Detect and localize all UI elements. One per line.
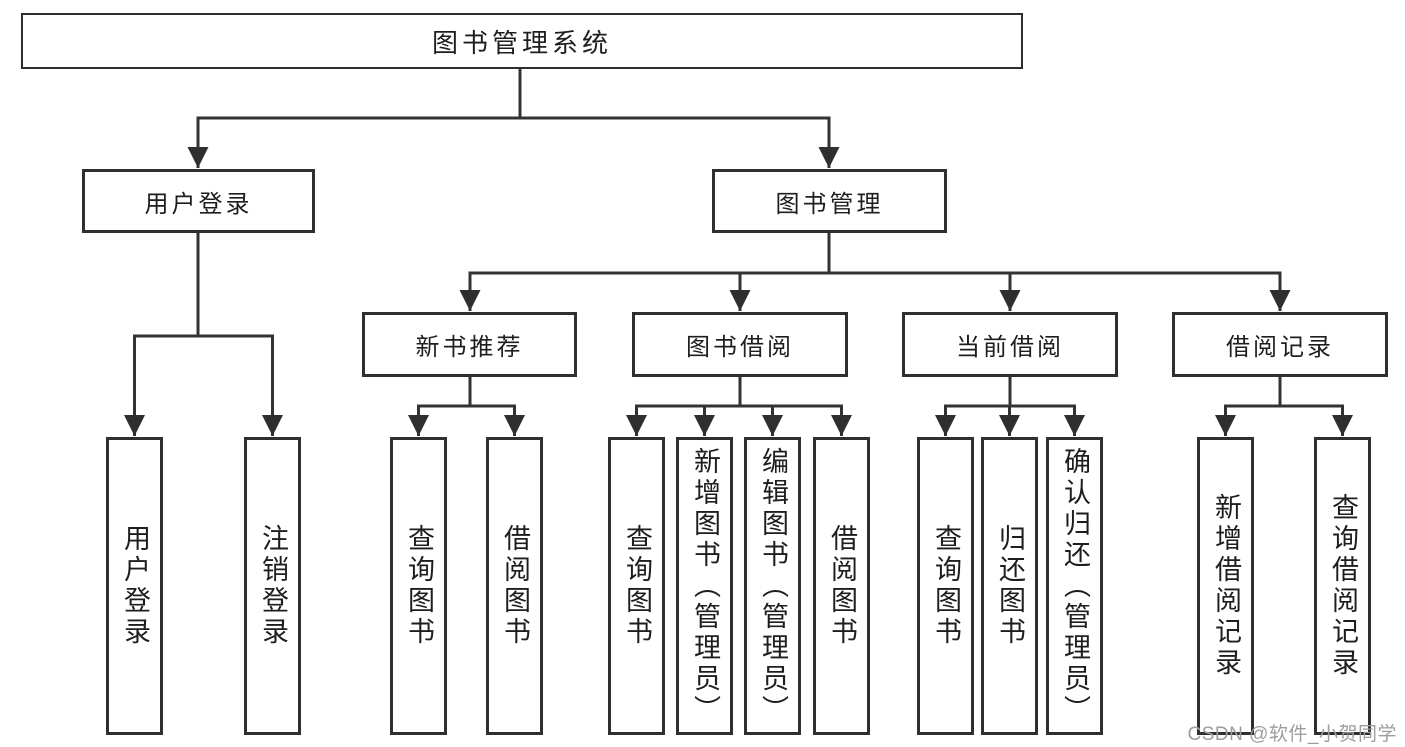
node-library-system: 图书管理系统 bbox=[21, 13, 1023, 69]
leaf-logout: 注销登录 bbox=[244, 437, 301, 735]
node-current-borrow-label: 当前借阅 bbox=[956, 334, 1064, 361]
node-user-login-label: 用户登录 bbox=[144, 190, 253, 218]
leaf-query-book-borrow-label: 查询图书 bbox=[622, 524, 652, 648]
connector-user-login-branch bbox=[124, 233, 283, 436]
node-book-management: 图书管理 bbox=[712, 169, 947, 233]
node-current-borrow: 当前借阅 bbox=[902, 312, 1118, 377]
leaf-query-book-current: 查询图书 bbox=[917, 437, 974, 735]
leaf-add-borrow-record-label: 新增借阅记录 bbox=[1211, 493, 1241, 679]
node-book-borrow-label: 图书借阅 bbox=[686, 334, 794, 361]
leaf-confirm-return-admin: 确认归还（管理员） bbox=[1046, 437, 1103, 735]
leaf-logout-label: 注销登录 bbox=[258, 524, 288, 648]
connector-current-borrow-branch bbox=[935, 377, 1085, 436]
connector-new-book-branch bbox=[408, 377, 525, 436]
node-user-login: 用户登录 bbox=[82, 169, 315, 233]
leaf-borrow-book-recommend: 借阅图书 bbox=[486, 437, 543, 735]
node-borrow-records: 借阅记录 bbox=[1172, 312, 1388, 377]
leaf-query-borrow-record-label: 查询借阅记录 bbox=[1328, 493, 1358, 679]
leaf-query-book-recommend-label: 查询图书 bbox=[404, 524, 434, 648]
leaf-query-borrow-record: 查询借阅记录 bbox=[1314, 437, 1371, 735]
node-new-book-recommend-label: 新书推荐 bbox=[415, 334, 524, 361]
node-book-management-label: 图书管理 bbox=[775, 190, 884, 218]
leaf-add-book-admin: 新增图书（管理员） bbox=[676, 437, 733, 735]
leaf-edit-book-admin-label: 编辑图书（管理员） bbox=[758, 446, 788, 726]
connector-book-borrow-branch bbox=[626, 377, 852, 436]
leaf-add-book-admin-label: 新增图书（管理员） bbox=[690, 446, 720, 726]
leaf-query-book-current-label: 查询图书 bbox=[931, 524, 961, 648]
leaf-query-book-recommend: 查询图书 bbox=[390, 437, 447, 735]
leaf-user-login: 用户登录 bbox=[106, 437, 163, 735]
watermark-text: CSDN @软件_小贺同学 bbox=[1187, 724, 1397, 745]
connector-borrow-records-branch bbox=[1215, 377, 1353, 436]
connector-root-branch bbox=[187, 69, 840, 168]
leaf-edit-book-admin: 编辑图书（管理员） bbox=[744, 437, 801, 735]
leaf-confirm-return-admin-label: 确认归还（管理员） bbox=[1060, 446, 1090, 726]
node-borrow-records-label: 借阅记录 bbox=[1226, 334, 1334, 361]
leaf-user-login-label: 用户登录 bbox=[120, 524, 150, 648]
leaf-borrow-book: 借阅图书 bbox=[813, 437, 870, 735]
leaf-query-book-borrow: 查询图书 bbox=[608, 437, 665, 735]
node-book-borrow: 图书借阅 bbox=[632, 312, 848, 377]
node-library-system-label: 图书管理系统 bbox=[431, 27, 612, 58]
leaf-return-book: 归还图书 bbox=[981, 437, 1038, 735]
leaf-add-borrow-record: 新增借阅记录 bbox=[1197, 437, 1254, 735]
leaf-borrow-book-label: 借阅图书 bbox=[827, 524, 857, 648]
leaf-borrow-book-recommend-label: 借阅图书 bbox=[500, 524, 530, 648]
node-new-book-recommend: 新书推荐 bbox=[362, 312, 577, 377]
leaf-return-book-label: 归还图书 bbox=[995, 524, 1025, 648]
connector-book-management-branch bbox=[459, 233, 1291, 311]
